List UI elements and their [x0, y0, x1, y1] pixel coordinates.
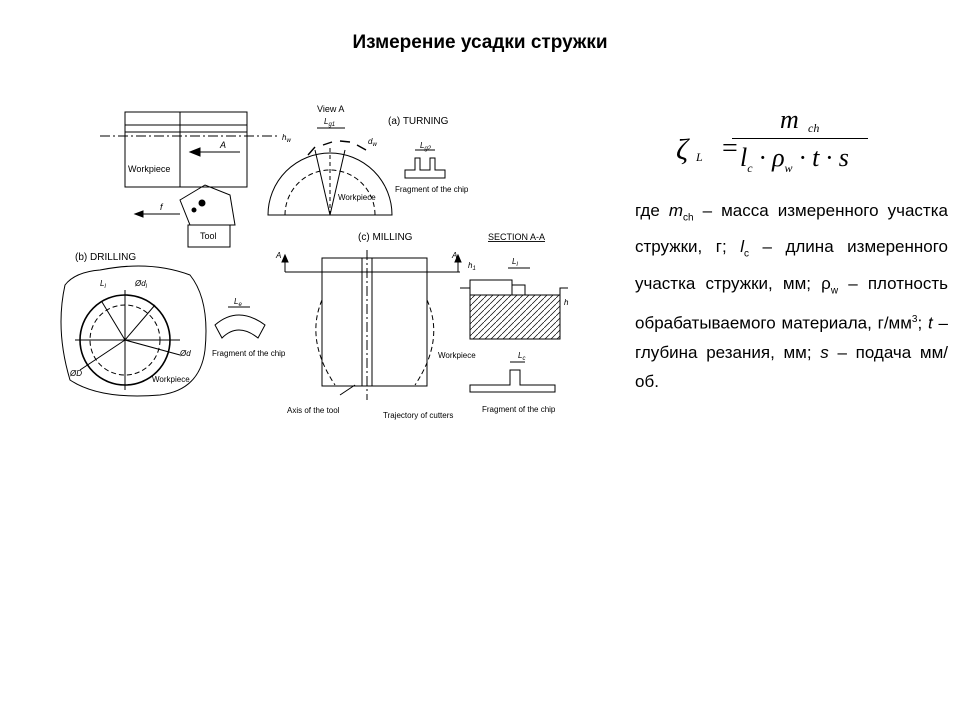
turning-label: (a) TURNING: [388, 116, 449, 127]
lg1-label: Lg1: [324, 117, 335, 128]
ll-label: Ll: [100, 279, 106, 290]
cutting-schemes-figure: A Workpiece Tool f View A hw Lg1 dw Work…: [60, 104, 569, 420]
drilling-fragment-label: Fragment of the chip: [212, 349, 286, 358]
view-a-workpiece: [267, 152, 393, 216]
formula-numerator-sub: ch: [808, 121, 820, 135]
milling-workpiece: [321, 257, 428, 387]
arrow-a-label: A: [219, 140, 226, 150]
feed-f-label: f: [160, 202, 164, 212]
oD-label: ØD: [69, 369, 82, 378]
milling-a-right: A: [451, 251, 457, 260]
slide-title: Измерение усадки стружки: [352, 32, 608, 53]
turning-chip-fragment: Lg2 Fragment of the chip: [395, 141, 469, 194]
drilling-diagram: (b) DRILLING Ll Ødl Ød ØD Workpiece: [60, 252, 207, 397]
lc-label: Lc: [518, 351, 525, 362]
turning-workpiece-label: Workpiece: [128, 164, 170, 174]
formula-denominator: lc · ρw · t · s: [740, 143, 849, 175]
milling-label: (c) MILLING: [358, 232, 413, 243]
chip-shrinkage-formula: ζ L = m ch lc · ρw · t · s: [670, 105, 920, 185]
view-a-label: View A: [317, 104, 344, 114]
drilling-label: (b) DRILLING: [75, 252, 136, 263]
axis-tool-label: Axis of the tool: [287, 406, 340, 415]
trajectory-label: Trajectory of cutters: [383, 411, 453, 420]
section-ll-label: Ll: [512, 257, 518, 268]
milling-a-left: A: [275, 251, 281, 260]
drilling-chip-fragment: Le Fragment of the chip: [212, 297, 286, 358]
od-label: Ød: [179, 349, 191, 358]
milling-fragment-label: Fragment of the chip: [482, 405, 556, 414]
turning-workpiece-block: [124, 111, 248, 188]
dl-label: Ødl: [134, 279, 148, 290]
dw-label: dw: [368, 137, 377, 148]
turning-tool: [179, 184, 236, 226]
turning-fragment-label: Fragment of the chip: [395, 185, 469, 194]
lg2-label: Lg2: [420, 141, 432, 152]
turning-diagram: A Workpiece Tool f: [100, 111, 280, 248]
section-a-a-diagram: SECTION A-A h1 Ll h Lc Fragment of the c…: [460, 232, 569, 414]
fraction-bar: [732, 138, 868, 139]
formula-numerator: m: [780, 105, 799, 134]
h1-label: h1: [468, 261, 476, 272]
view-a-workpiece-label: Workpiece: [338, 193, 376, 202]
section-a-a-label: SECTION A-A: [488, 232, 545, 242]
h-label: h: [564, 298, 569, 307]
milling-chip-fragment: [469, 369, 556, 393]
view-a-diagram: View A hw Lg1 dw Workpiece: [267, 104, 393, 216]
milling-diagram: (c) MILLING A A Workpiece Axis of the to…: [275, 232, 476, 420]
formula-equals: =: [722, 133, 738, 164]
drilling-workpiece: [60, 265, 207, 397]
hw-label: hw: [282, 133, 291, 144]
formula-description: где mch – масса измеренного участка стру…: [635, 201, 949, 391]
tool-label: Tool: [200, 231, 217, 241]
formula-lhs-sub: L: [696, 150, 703, 164]
formula-lhs: ζ: [676, 133, 689, 166]
section-workpiece: [469, 294, 561, 340]
milling-workpiece-label: Workpiece: [438, 351, 476, 360]
le-label: Le: [234, 297, 242, 308]
drilling-workpiece-label: Workpiece: [152, 375, 190, 384]
